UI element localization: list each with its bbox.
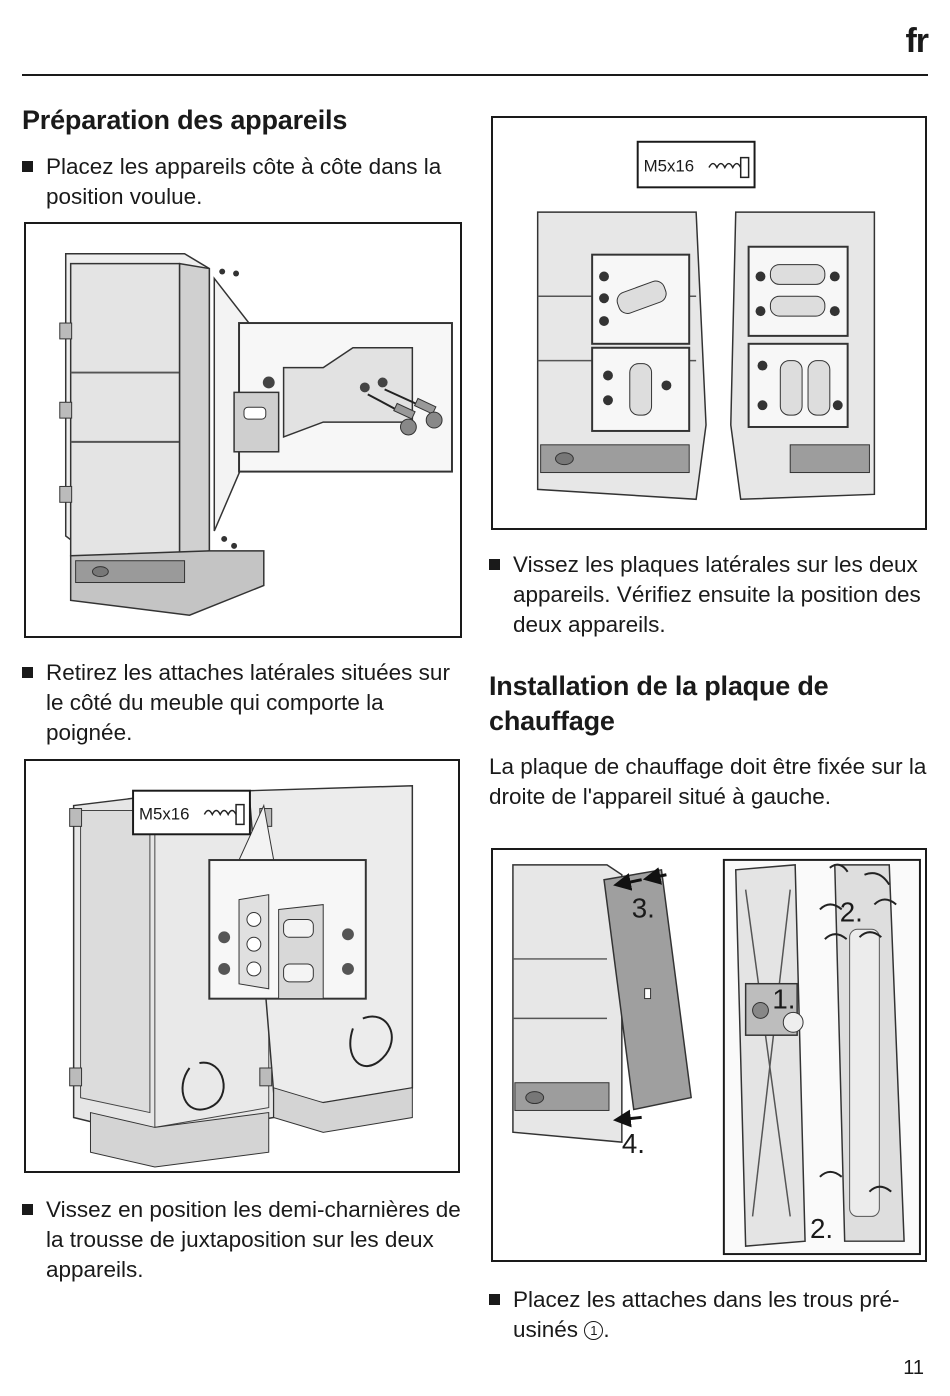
figure-side-plates: M5x16: [491, 116, 927, 530]
heading-heating-plate: Installation de la plaque de chauffage: [489, 671, 829, 736]
step-4-label: 4.: [622, 1128, 645, 1159]
side-plates-illustration: M5x16: [536, 140, 876, 501]
bullet-text: Placez les appareils côte à côte dans la…: [46, 154, 442, 209]
two-fridges-hinge-illustration: M5x16: [69, 784, 414, 1168]
page-number: 11: [903, 1357, 924, 1379]
circled-ref-1: 1: [584, 1321, 604, 1340]
step-1-label: 1.: [772, 983, 795, 1014]
bullet-remove-brackets: Retirez les attaches latérales situées s…: [22, 658, 472, 748]
bullet-square-icon: [489, 559, 500, 570]
figure-heating-plate: 3. 4. 1. 2. 2.: [491, 848, 927, 1262]
bullet-screw-side-plates: Vissez les plaques latérales sur les deu…: [489, 550, 929, 640]
heading-preparation: Préparation des appareils: [22, 105, 348, 135]
heating-plate-intro: La plaque de chauffage doit être fixée s…: [489, 754, 927, 809]
screw-size-label: M5x16: [644, 156, 695, 175]
bullet-text: Vissez en position les demi-charnières d…: [46, 1197, 461, 1282]
bullet-square-icon: [22, 161, 33, 172]
figure-half-hinges: M5x16: [24, 759, 460, 1173]
figure-remove-side-brackets: [24, 222, 462, 638]
bullet-square-icon: [489, 1294, 500, 1305]
heating-plate-illustration: 3. 4. 1. 2. 2.: [512, 858, 921, 1256]
bullet-place-appliances: Placez les appareils côte à côte dans la…: [22, 152, 472, 212]
bullet-square-icon: [22, 667, 33, 678]
bullet-text: Vissez les plaques latérales sur les deu…: [513, 552, 921, 637]
fridge-illustration: [59, 252, 453, 616]
bullet-place-clips: Placez les attaches dans les trous pré-u…: [489, 1285, 929, 1345]
header-rule: [22, 74, 928, 76]
bullet-half-hinges: Vissez en position les demi-charnières d…: [22, 1195, 472, 1285]
screw-size-label: M5x16: [139, 804, 190, 823]
language-code: fr: [905, 22, 929, 60]
bullet-text: Retirez les attaches latérales situées s…: [46, 660, 450, 745]
bullet-square-icon: [22, 1204, 33, 1215]
step-2-bottom-label: 2.: [810, 1213, 833, 1244]
bullet-text: Placez les attaches dans les trous pré-u…: [513, 1285, 929, 1345]
bullet-clips-text: Placez les attaches dans les trous pré-u…: [513, 1287, 900, 1342]
step-3-label: 3.: [632, 892, 655, 923]
step-2-top-label: 2.: [840, 896, 863, 927]
bullet-clips-end: .: [603, 1317, 610, 1342]
